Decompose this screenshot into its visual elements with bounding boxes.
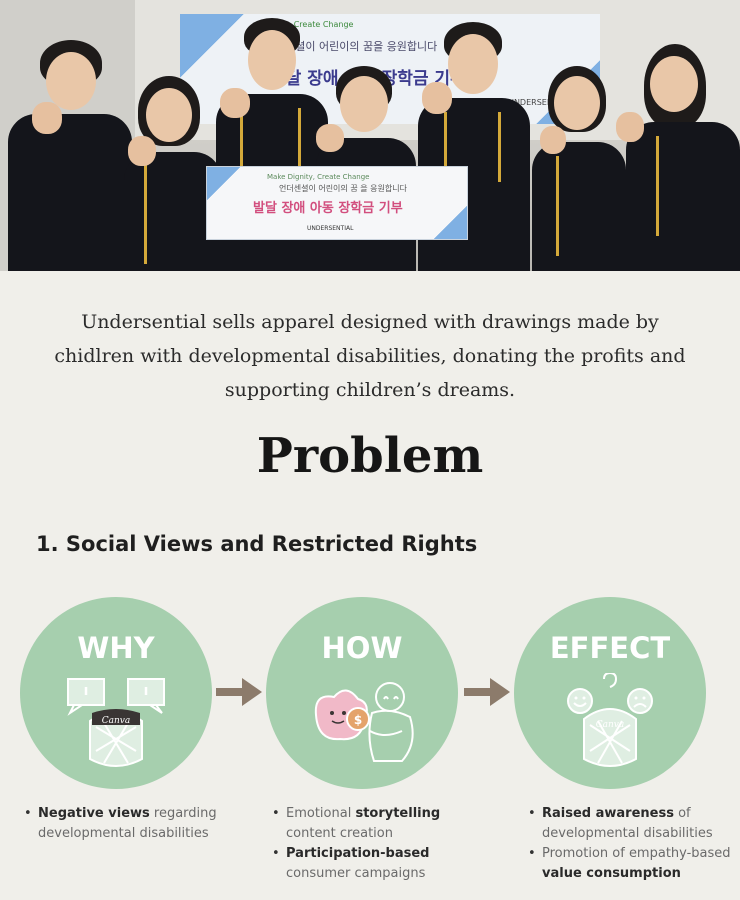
intro-paragraph: Undersential sells apparel designed with… (54, 311, 686, 401)
list-item: Promotion of empathy-based value consump… (526, 844, 732, 884)
svg-text:$: $ (354, 713, 362, 727)
page-title: Problem (256, 428, 484, 484)
list-item: Raised awareness of developmental disabi… (526, 804, 732, 844)
list-item: Negative views regarding developmental d… (22, 804, 232, 844)
storytelling-hug-icon: $ (314, 682, 414, 762)
held-banner-line2: 발달 장애 아동 장학금 기부 (253, 201, 403, 216)
person (616, 42, 740, 271)
why-circle: WHY Canva (20, 597, 212, 789)
why-title: WHY (77, 631, 155, 665)
person (116, 72, 226, 271)
how-bullets: Emotional storytelling content creation … (270, 804, 480, 884)
effect-icon-label: Canva (596, 720, 625, 730)
why-bullets: Negative views regarding developmental d… (22, 804, 232, 844)
held-banner-tagline: Make Dignity, Create Change (267, 173, 370, 181)
wall-banner-line1: 더센셜이 어린이의 꿈을 응원합니다 (275, 40, 438, 53)
list-item: Participation-based consumer campaigns (270, 844, 480, 884)
held-banner: Make Dignity, Create Change 언더센셜이 어린이의 꿈… (206, 166, 468, 240)
held-banner-line1: 언더센셜이 어린이의 꿈 을 응원합니다 (279, 184, 407, 193)
held-banner-brand: UNDERSENTIAL (307, 225, 354, 232)
person (530, 64, 626, 271)
effect-bullets: Raised awareness of developmental disabi… (526, 804, 732, 884)
awareness-emotions-icon: Canva (567, 673, 653, 767)
arrow-right-icon (216, 678, 262, 706)
group-photo: Dignity, Create Change 더센셜이 어린이의 꿈을 응원합니… (0, 0, 740, 271)
effect-title: EFFECT (549, 631, 671, 665)
person (2, 36, 132, 271)
wall-banner-tagline: Dignity, Create Change (260, 20, 354, 29)
effect-circle: EFFECT Canva (514, 597, 706, 789)
section-heading: 1. Social Views and Restricted Rights (36, 532, 478, 556)
faces-with-speech-icon: Canva (67, 678, 165, 767)
how-title: HOW (321, 631, 403, 665)
why-icon-label: Canva (102, 716, 131, 726)
arrow-right-icon (464, 678, 510, 706)
list-item: Emotional storytelling content creation (270, 804, 480, 844)
wall-banner-brand: UNDERSENTIAL (508, 98, 570, 107)
how-circle: HOW $ (266, 597, 458, 789)
